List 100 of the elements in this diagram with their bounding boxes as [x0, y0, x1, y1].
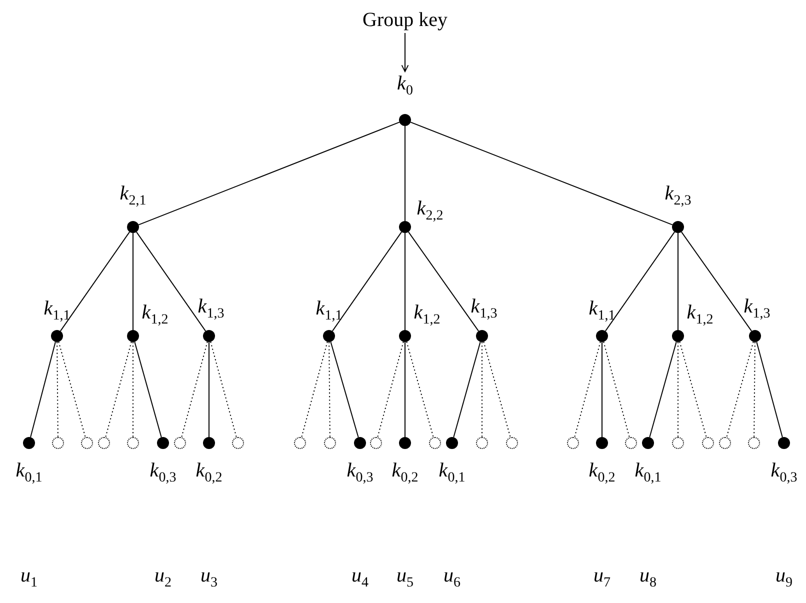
tree-node-dot: [749, 330, 761, 342]
tree-node-dot: [203, 330, 215, 342]
key-label: k$_{2,1}$: [120, 184, 146, 208]
tree-node-dot: [203, 437, 215, 449]
tree-branch-line: [410, 122, 673, 226]
user-label: u$_{9}$: [776, 566, 792, 590]
tree-node-dot: [127, 221, 139, 233]
tree-branch-line: [756, 341, 783, 438]
empty-node-circle: [567, 437, 579, 449]
tree-branch-line: [754, 342, 756, 438]
empty-node-circle: [719, 437, 731, 449]
key-label: k$_{0}$: [397, 74, 413, 98]
tree-node-dot: [323, 330, 335, 342]
user-label: u$_{6}$: [444, 566, 460, 590]
tree-node-dot: [23, 437, 35, 449]
key-label: k$_{0,3}$: [150, 460, 176, 486]
arrow: [401, 32, 409, 72]
tree-branch-line: [649, 341, 677, 438]
tree-node-dot: [596, 437, 608, 449]
empty-node-circle: [81, 437, 93, 449]
tree-node-dot: [354, 437, 366, 449]
tree-node-dot: [51, 330, 63, 342]
user-label: u$_{5}$: [396, 566, 414, 590]
tree-node-dot: [399, 330, 411, 342]
key-label: k$_{0,1}$: [16, 460, 42, 486]
tree-node-dot: [672, 221, 684, 233]
tree-branch-line: [404, 232, 406, 330]
tree-branch-line: [58, 341, 86, 438]
empty-node-circle: [476, 437, 488, 449]
empty-node-circle: [127, 437, 139, 449]
tree-branch-line: [603, 341, 630, 438]
tree-branch-line: [404, 126, 406, 222]
key-label: k$_{1,1}$: [316, 298, 342, 324]
tree-node-dot: [127, 330, 139, 342]
user-label: u$_{8}$: [640, 566, 656, 590]
key-label: k$_{1,2}$: [686, 302, 714, 328]
tree-node-dot: [399, 437, 411, 449]
tree-node-dot: [157, 437, 169, 449]
tree-node-dot: [778, 437, 790, 449]
key-label: k$_{1,3}$: [744, 296, 770, 322]
key-label: k$_{0,3}$: [770, 460, 798, 486]
empty-node-circle: [625, 437, 637, 449]
tree-branch-line: [483, 341, 511, 438]
empty-node-circle: [506, 437, 518, 449]
tree-branch-line: [138, 122, 400, 226]
tree-branch-line: [208, 342, 210, 438]
tree-branch-line: [574, 341, 601, 438]
tree-branch-line: [328, 342, 330, 438]
empty-node-circle: [370, 437, 382, 449]
user-label: u$_{3}$: [200, 566, 218, 590]
user-label: u$_{7}$: [594, 566, 610, 590]
key-label: k$_{2,3}$: [664, 184, 692, 208]
tree-node-dot: [476, 330, 488, 342]
tree-branch-line: [404, 342, 406, 438]
key-label: k$_{1,3}$: [198, 296, 224, 322]
tree-branch-line: [406, 341, 434, 438]
empty-node-circle: [748, 437, 760, 449]
tree-branch-line: [181, 341, 208, 438]
tree-branch-line: [377, 341, 404, 438]
tree-branch-line: [136, 231, 206, 332]
key-label: k$_{0,1}$: [634, 460, 662, 486]
key-label: k$_{1,1}$: [588, 298, 616, 324]
tree-branch-line: [604, 231, 676, 332]
empty-node-circle: [672, 437, 684, 449]
tree-branch-line: [132, 342, 134, 438]
tree-node-dot: [672, 330, 684, 342]
tree-branch-line: [134, 341, 162, 438]
empty-node-circle: [232, 437, 244, 449]
tree-branch-line: [453, 341, 481, 438]
tree-branch-line: [132, 232, 134, 330]
empty-node-circle: [429, 437, 441, 449]
empty-node-circle: [98, 437, 110, 449]
tree-node-dot: [399, 221, 411, 233]
user-label: u$_{4}$: [352, 566, 368, 590]
tree-branch-line: [726, 341, 754, 438]
key-label: k$_{1,2}$: [414, 302, 440, 328]
key-label: k$_{1,2}$: [142, 302, 168, 328]
tree-node-dot: [446, 437, 458, 449]
tree-branch-line: [210, 341, 237, 438]
tree-branch-line: [330, 341, 359, 438]
key-label: k$_{0,3}$: [346, 460, 374, 486]
user-label: u$_{1}$: [20, 566, 38, 590]
tree-branch-line: [680, 231, 752, 332]
tree-branch-line: [30, 341, 56, 438]
tree-branch-line: [301, 341, 328, 438]
tree-branch-line: [679, 341, 707, 438]
tree-node-dot: [642, 437, 654, 449]
tree-node-dot: [399, 114, 411, 126]
empty-node-circle: [324, 437, 336, 449]
tree-branch-line: [105, 341, 132, 438]
tree-branch-line: [408, 231, 480, 332]
empty-node-circle: [174, 437, 186, 449]
key-label: k$_{1,1}$: [44, 298, 70, 324]
key-label: k$_{0,2}$: [196, 460, 222, 486]
tree-branch-line: [60, 231, 130, 332]
key-label: k$_{0,2}$: [588, 460, 616, 486]
empty-node-circle: [702, 437, 714, 449]
tree-branch-line: [332, 231, 402, 332]
tree-branch-line: [56, 342, 58, 438]
empty-node-circle: [294, 437, 306, 449]
